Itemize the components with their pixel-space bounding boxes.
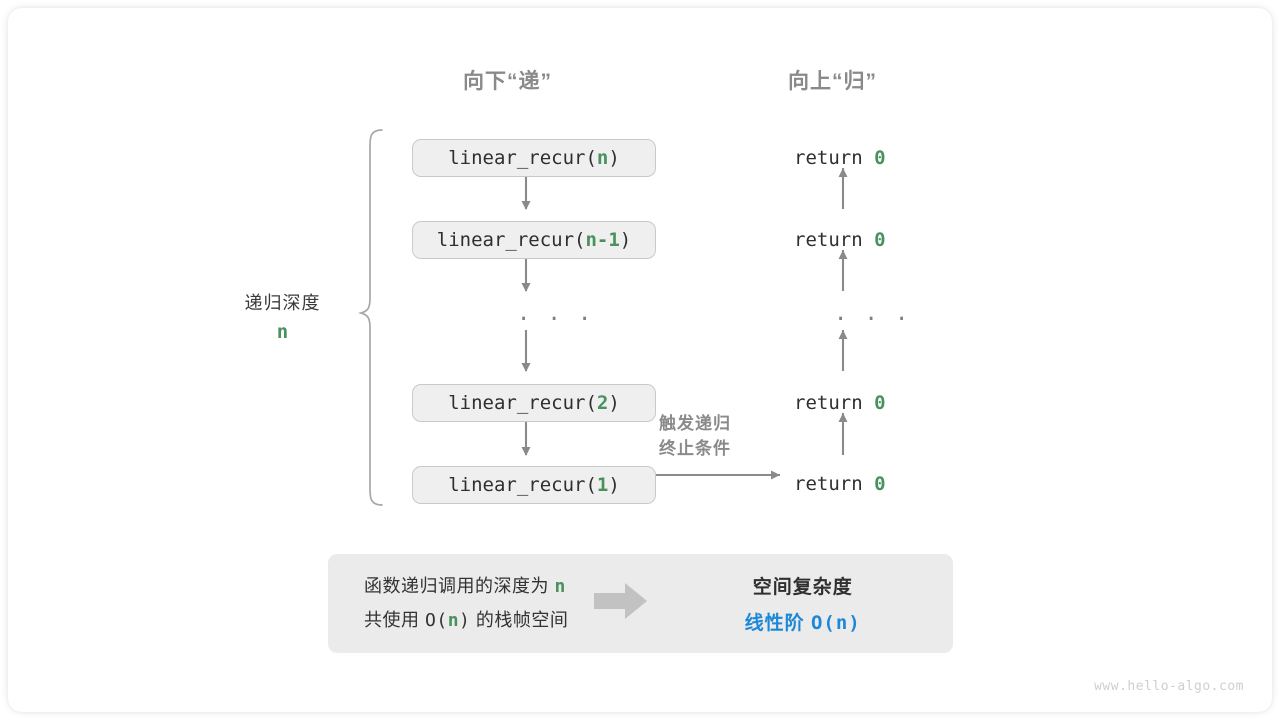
column-header-ascend: 向上“归”	[788, 70, 877, 93]
depth-brace	[357, 129, 383, 506]
ellipsis-left: · · ·	[517, 307, 594, 332]
call-box-3[interactable]: linear_recur(1)	[412, 466, 656, 504]
call-box-prefix: linear_recur(	[448, 147, 597, 169]
return-value: 0	[874, 392, 886, 414]
ellipsis-right: · · ·	[834, 307, 911, 332]
summary-line-1: 函数递归调用的深度为 n	[364, 570, 568, 603]
watermark: www.hello-algo.com	[1094, 679, 1244, 694]
complexity-title: 空间复杂度	[752, 577, 853, 598]
call-box-prefix: linear_recur(	[448, 392, 597, 414]
recursion-depth-label: 递归深度 n	[210, 289, 355, 343]
summary-line2-n: n	[447, 609, 460, 631]
return-label-2: return 0	[794, 392, 914, 414]
return-label-0: return 0	[794, 147, 914, 169]
return-keyword: return	[794, 147, 863, 169]
call-box-2[interactable]: linear_recur(2)	[412, 384, 656, 422]
depth-symbol: n	[276, 321, 289, 343]
return-keyword: return	[794, 473, 863, 495]
call-box-arg: 1	[596, 474, 609, 496]
summary-line2-c: )	[459, 609, 471, 631]
call-box-suffix: )	[608, 147, 620, 169]
complexity-order-label: 线性阶	[744, 613, 805, 634]
column-header-descend: 向下“递”	[463, 70, 552, 93]
right-block-arrow-icon	[594, 582, 648, 625]
return-label-3: return 0	[794, 473, 914, 495]
call-box-arg: n	[596, 147, 609, 169]
summary-line-2: 共使用 O(n) 的栈帧空间	[364, 604, 568, 637]
call-box-suffix: )	[619, 229, 632, 251]
summary-panel: 函数递归调用的深度为 n 共使用 O(n) 的栈帧空间 空间复杂度 线性阶 O(…	[328, 554, 953, 653]
summary-line2-a: 共使用	[364, 609, 426, 630]
return-label-1: return 0	[794, 229, 914, 251]
termination-note-line2: 终止条件	[659, 438, 731, 458]
call-box-suffix: )	[608, 474, 620, 496]
return-value: 0	[874, 229, 886, 251]
summary-right-text: 空间复杂度 线性阶 O(n)	[668, 572, 953, 635]
summary-left-text: 函数递归调用的深度为 n 共使用 O(n) 的栈帧空间	[328, 570, 568, 637]
return-value: 0	[874, 473, 886, 495]
diagram-canvas: 向下“递” 向上“归”	[8, 8, 1272, 712]
call-box-suffix: )	[608, 392, 620, 414]
call-box-prefix: linear_recur(	[436, 229, 586, 251]
call-box-arg: 2	[596, 392, 609, 414]
summary-line1-text: 函数递归调用的深度为	[364, 576, 555, 597]
complexity-formula: O(n)	[810, 612, 861, 634]
summary-line2-d: 的栈帧空间	[470, 609, 569, 630]
depth-text: 递归深度	[244, 293, 321, 313]
return-value: 0	[874, 147, 886, 169]
summary-line1-n: n	[554, 576, 566, 598]
termination-note: 触发递归 终止条件	[659, 412, 779, 461]
call-box-prefix: linear_recur(	[448, 474, 597, 496]
call-box-arg: n-1	[585, 229, 620, 251]
call-box-1[interactable]: linear_recur(n-1)	[412, 221, 656, 259]
call-box-0[interactable]: linear_recur(n)	[412, 139, 656, 177]
termination-note-line1: 触发递归	[659, 414, 731, 433]
summary-line2-b: O(	[425, 609, 448, 631]
return-keyword: return	[794, 392, 863, 414]
return-keyword: return	[794, 229, 863, 251]
complexity-value: 线性阶 O(n)	[668, 608, 937, 635]
